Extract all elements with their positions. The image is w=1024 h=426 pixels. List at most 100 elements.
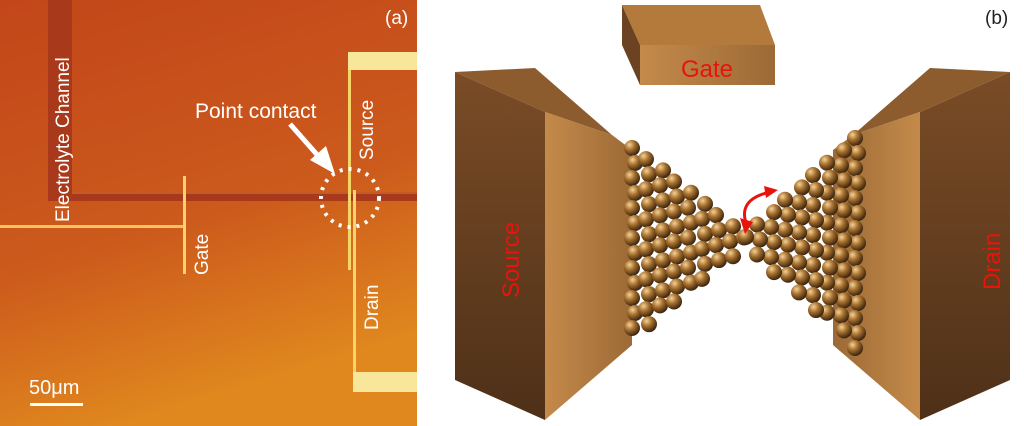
- atom: [808, 212, 824, 229]
- atom: [780, 266, 796, 283]
- atom: [836, 172, 852, 189]
- atom: [638, 181, 654, 198]
- atom: [638, 211, 654, 228]
- panel-b-label: (b): [985, 8, 1008, 29]
- electrolyte-channel-label: Electrolyte Channel: [53, 57, 74, 222]
- atom: [766, 234, 782, 251]
- source-label: Source: [357, 100, 378, 160]
- atom: [711, 222, 727, 239]
- atom: [822, 259, 838, 276]
- atom: [836, 292, 852, 309]
- atom: [725, 248, 741, 265]
- atom: [669, 248, 685, 265]
- atom: [777, 221, 793, 238]
- atom: [847, 310, 863, 326]
- atom: [780, 236, 796, 253]
- atom: [738, 228, 754, 245]
- atom: [652, 237, 668, 254]
- atom: [641, 166, 657, 183]
- atom: [697, 255, 713, 272]
- atom: [708, 237, 724, 254]
- atom: [794, 269, 810, 286]
- atom: [805, 287, 821, 304]
- atom: [833, 157, 849, 174]
- source-block: Source: [455, 68, 632, 420]
- atom: [624, 260, 640, 276]
- atom: [791, 254, 807, 271]
- atom: [641, 256, 657, 273]
- atom: [655, 252, 671, 269]
- atom: [641, 196, 657, 213]
- atom: [780, 206, 796, 223]
- atom: [638, 151, 654, 168]
- atom: [822, 199, 838, 216]
- atom: [652, 297, 668, 314]
- atom: [666, 293, 682, 310]
- scale-bar: [30, 403, 83, 406]
- atom: [836, 322, 852, 339]
- atom: [624, 200, 640, 216]
- atom: [655, 282, 671, 299]
- atom: [847, 130, 863, 146]
- gate-block-label: Gate: [681, 56, 733, 83]
- atom: [847, 160, 863, 176]
- gate-block: Gate: [622, 5, 775, 85]
- atom: [641, 316, 657, 333]
- atom: [794, 209, 810, 226]
- atom: [777, 251, 793, 268]
- atom: [850, 145, 866, 161]
- atom: [808, 182, 824, 199]
- atom: [655, 222, 671, 239]
- atom: [624, 290, 640, 306]
- atom: [850, 265, 866, 281]
- atom: [850, 295, 866, 311]
- atom: [708, 207, 724, 224]
- point-contact-circle: [319, 167, 381, 229]
- atom: [766, 264, 782, 281]
- atom: [791, 284, 807, 301]
- atom: [819, 154, 835, 171]
- atom: [638, 271, 654, 288]
- atom: [822, 289, 838, 306]
- atom: [638, 241, 654, 258]
- scale-bar-label: 50μm: [29, 377, 79, 399]
- electrolyte-channel-horizontal: [48, 192, 417, 201]
- electrolyte-channel: [48, 0, 72, 196]
- drain-label: Drain: [362, 285, 383, 330]
- atom: [669, 218, 685, 235]
- atom: [850, 325, 866, 341]
- atom: [836, 262, 852, 279]
- atom: [833, 277, 849, 294]
- atom: [725, 218, 741, 235]
- atom: [666, 173, 682, 190]
- source-block-label: Source: [498, 222, 525, 298]
- atom: [666, 263, 682, 280]
- atom: [805, 257, 821, 274]
- atom: [850, 235, 866, 251]
- atom: [697, 225, 713, 242]
- atom: [847, 340, 863, 356]
- panel-b-schematic: (b) Gate Source Drain: [455, 5, 1010, 420]
- atom: [641, 286, 657, 303]
- atom: [791, 224, 807, 241]
- atom: [694, 240, 710, 257]
- atom: [749, 246, 765, 263]
- atom: [624, 140, 640, 156]
- arrow-icon: [288, 122, 335, 174]
- atom: [794, 179, 810, 196]
- panel-a-micrograph: Point contact Electrolyte Channel Source…: [0, 0, 417, 426]
- atom: [652, 177, 668, 194]
- atom: [836, 142, 852, 159]
- atom: [694, 210, 710, 227]
- drain-block-label: Drain: [979, 233, 1006, 290]
- atom: [836, 232, 852, 249]
- atom: [763, 249, 779, 266]
- atom: [669, 278, 685, 295]
- atom: [850, 205, 866, 221]
- atom: [822, 169, 838, 186]
- atom: [624, 230, 640, 246]
- atom: [752, 231, 768, 248]
- atom: [680, 229, 696, 246]
- atom: [833, 217, 849, 234]
